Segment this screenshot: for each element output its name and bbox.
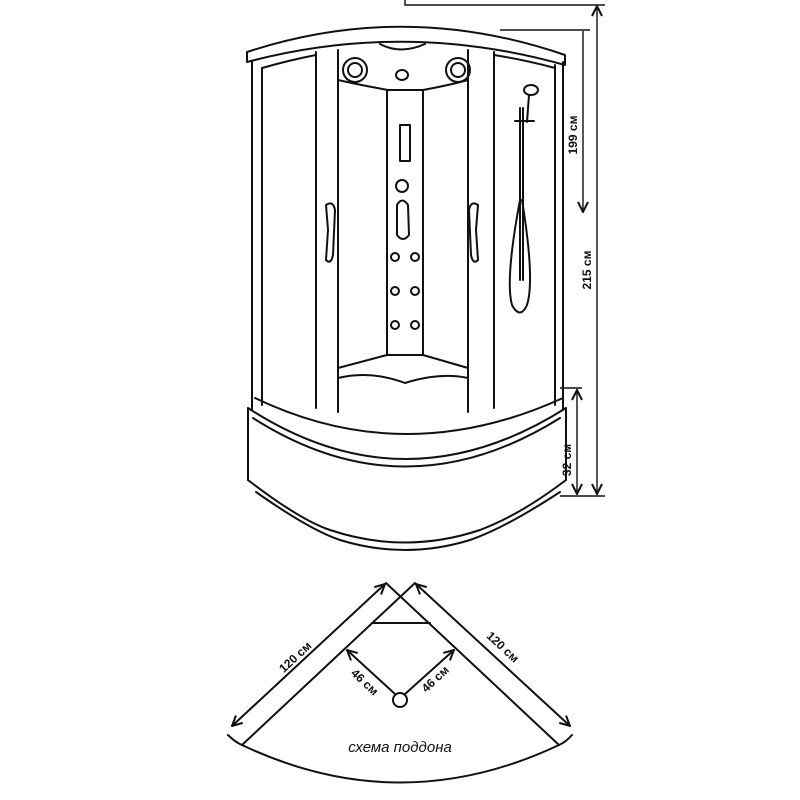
dimension-lines <box>404 0 605 497</box>
shower-tray <box>247 397 567 551</box>
drain-right-arrow <box>404 650 454 695</box>
mixer-icon <box>396 199 410 240</box>
cabin-roof <box>246 25 566 66</box>
right-side-label: 120 см <box>484 629 522 666</box>
control-column <box>337 89 469 384</box>
inner-height-label: 199 см <box>566 115 580 154</box>
ceiling-panel <box>337 57 471 91</box>
control-display-icon <box>399 124 411 162</box>
drain-icon <box>392 692 408 708</box>
rain-shower-icon <box>395 69 409 81</box>
ceiling-lamp-icon <box>445 57 471 83</box>
left-side-label: 120 см <box>276 639 314 676</box>
drain-left-arrow <box>347 650 396 695</box>
right-door-handle <box>468 202 479 263</box>
ceiling-lamp-icon <box>342 57 368 83</box>
drain-left-label: 46 см <box>348 666 381 698</box>
tray-scheme <box>227 582 573 784</box>
left-side-arrow <box>232 584 385 726</box>
right-side-arrow <box>416 584 570 726</box>
left-door-handle <box>325 202 336 263</box>
tray-caption: схема поддона <box>348 739 452 756</box>
hand-shower <box>508 84 539 314</box>
cabin-frame <box>251 49 564 413</box>
total-height-label: 215 см <box>580 250 594 289</box>
